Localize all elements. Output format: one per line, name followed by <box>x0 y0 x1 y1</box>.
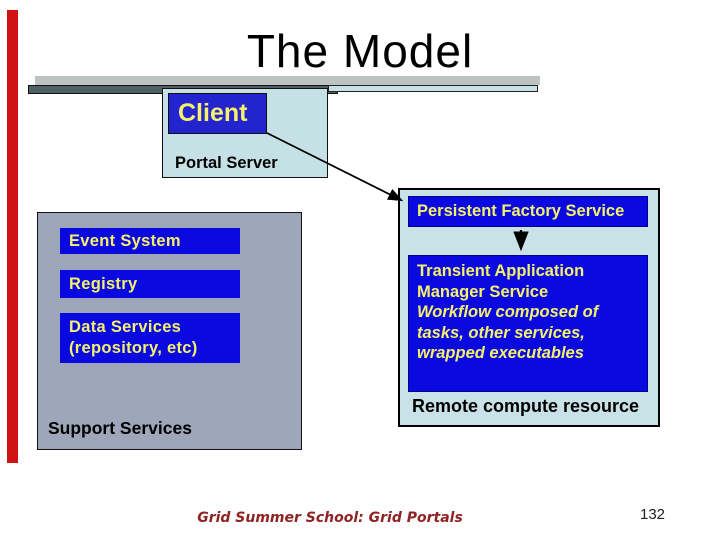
workflow-note-line3: wrapped executables <box>417 344 584 362</box>
left-accent-bar <box>7 10 18 463</box>
client-label: Client <box>178 99 248 127</box>
service-box-event-system: Event System <box>60 228 240 254</box>
page-title: The Model <box>246 25 474 77</box>
manager-label-line2: Manager Service <box>417 282 549 301</box>
service-box-registry: Registry <box>60 270 240 298</box>
manager-label-line1: Transient Application <box>417 262 585 280</box>
data-services-label-line1: Data Services <box>69 318 182 336</box>
support-panel-caption: Support Services <box>48 418 192 438</box>
remote-compute-resource-label: Remote compute resource <box>412 396 640 416</box>
header-rule-light-blue <box>328 85 538 92</box>
persistent-factory-service-label: Persistent Factory Service <box>417 202 625 220</box>
slide-footer: Grid Summer School: Grid Portals <box>197 510 463 526</box>
workflow-note-line2: tasks, other services, <box>417 323 585 342</box>
service-box-data-services: Data Services (repository, etc) <box>60 313 240 363</box>
transient-application-manager-box: Transient Application Manager Service Wo… <box>408 255 648 392</box>
event-system-label: Event System <box>69 231 181 250</box>
registry-label: Registry <box>69 274 138 293</box>
header-rule-light-gray <box>35 76 540 85</box>
data-services-label-line2: (repository, etc) <box>69 339 198 357</box>
page-number: 132 <box>640 506 666 523</box>
client-box: Client <box>168 93 267 134</box>
workflow-note-line1: Workflow composed of <box>417 303 599 321</box>
portal-server-label: Portal Server <box>175 154 278 172</box>
persistent-factory-service-box: Persistent Factory Service <box>408 196 648 227</box>
